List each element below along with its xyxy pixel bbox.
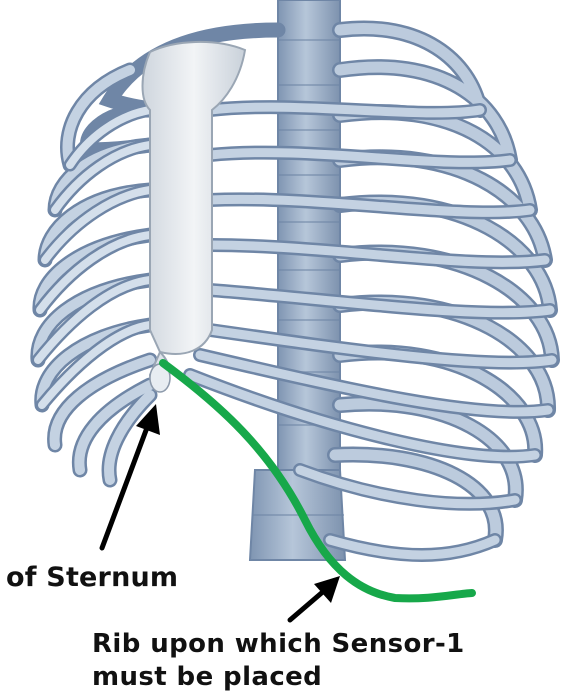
rib-label: Rib upon which Sensor-1 must be placed	[92, 628, 465, 694]
rib-label-line-1: Rib upon which Sensor-1	[92, 628, 465, 661]
rib-label-line-2: must be placed	[92, 661, 465, 694]
sternum-label: of Sternum	[6, 562, 178, 593]
rib-arrow	[290, 576, 340, 620]
